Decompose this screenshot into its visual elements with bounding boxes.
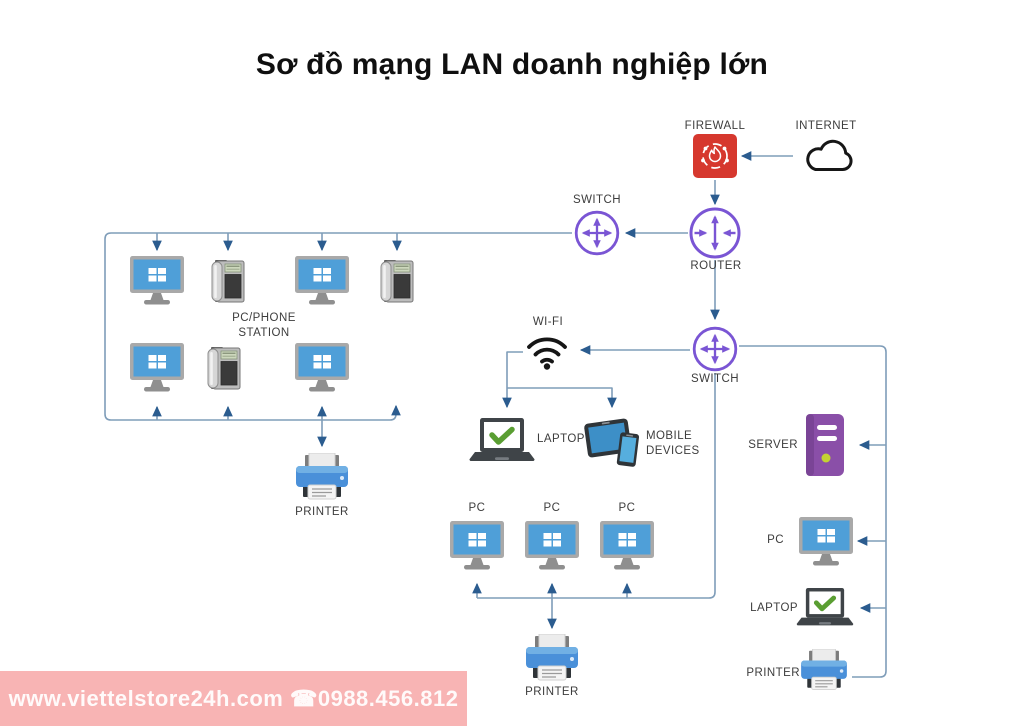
switch-icon: [576, 212, 618, 254]
desk-phone-icon: [211, 259, 245, 303]
laptop-check-icon: [470, 418, 535, 461]
printer-right-label: PRINTER: [746, 667, 800, 679]
firewall-label: FIREWALL: [684, 120, 746, 132]
monitor-icon: [600, 521, 654, 570]
pc-label: PC: [618, 502, 636, 514]
printer-lan-label: PRINTER: [525, 686, 579, 698]
monitor-icon: [295, 256, 349, 305]
mobile-devices-icon: [583, 418, 640, 468]
wifi-label: WI-FI: [532, 316, 564, 328]
pc-label: PC: [468, 502, 486, 514]
link-switch-mid-pc-bus: [477, 373, 716, 599]
link-switch-mid-right-column: [739, 345, 887, 678]
diagram-title: Sơ đồ mạng LAN doanh nghiệp lớn: [255, 48, 769, 81]
desk-phone-icon: [207, 346, 241, 390]
printer-station-label: PRINTER: [295, 506, 349, 518]
printer-icon: [800, 649, 848, 691]
switch-top-label: SWITCH: [572, 194, 622, 206]
router-label: ROUTER: [690, 260, 742, 272]
mobile-devices-label: MOBILE DEVICES: [646, 430, 700, 457]
switch-icon: [694, 328, 736, 370]
monitor-icon: [130, 343, 184, 392]
firewall-icon: [693, 134, 737, 178]
wifi-icon: [527, 337, 567, 370]
pc-label: PC: [543, 502, 561, 514]
monitor-icon: [450, 521, 504, 570]
link-wifi-laptop: [502, 351, 523, 409]
monitor-icon: [130, 256, 184, 305]
link-switch-top-station-bus: [104, 232, 572, 421]
monitor-icon: [295, 343, 349, 392]
desk-phone-icon: [380, 259, 414, 303]
pc-right-label: PC: [767, 534, 784, 546]
watermark: www.viettelstore24h.com ☎0988.456.812: [0, 671, 467, 726]
server-icon: [806, 414, 844, 476]
laptop-wifi-label: LAPTOP: [537, 433, 585, 445]
internet-label: INTERNET: [795, 120, 857, 132]
monitor-icon: [799, 517, 853, 566]
printer-icon: [525, 634, 579, 681]
link-wifi-mobile: [507, 387, 617, 409]
cloud-icon: [806, 139, 853, 172]
monitor-icon: [525, 521, 579, 570]
station-label: PC/PHONE STATION: [232, 312, 296, 339]
server-label: SERVER: [748, 439, 798, 451]
printer-icon: [295, 453, 349, 500]
connectors: [104, 151, 887, 678]
laptop-right-label: LAPTOP: [750, 602, 798, 614]
router-icon: [691, 209, 739, 257]
laptop-check-icon: [797, 588, 854, 625]
switch-mid-label: SWITCH: [690, 373, 740, 385]
